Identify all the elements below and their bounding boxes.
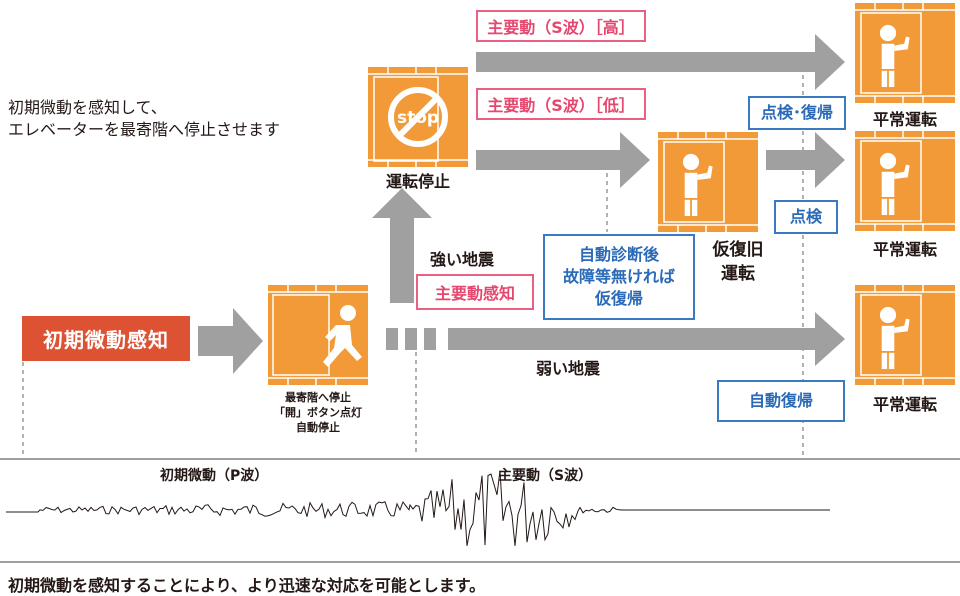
elevator-normal-icon	[854, 130, 956, 232]
weak-quake-label: 弱い地震	[536, 359, 601, 378]
auto-diagnosis-box: 自動診断後 故障等無ければ 仮復帰	[543, 234, 695, 320]
normal-op-label: 平常運転	[872, 395, 937, 414]
inspect-restore-box: 点検･復帰	[748, 96, 846, 130]
box-line: 自動診断後	[578, 245, 659, 264]
stop-text: stop	[397, 108, 439, 128]
s-wave-label: 主要動（S波）	[498, 468, 593, 484]
s-wave-detect-tag: 主要動感知	[416, 274, 534, 310]
label-line: 仮復旧	[712, 240, 764, 260]
arrow-dash	[405, 328, 417, 350]
elevator-normal-icon	[854, 284, 956, 386]
box-line: 仮復帰	[594, 289, 643, 308]
inspect-box: 点検	[774, 200, 838, 234]
auto-restore-box: 自動復帰	[717, 380, 845, 422]
intro-text: 初期微動を感知して、 エレベーターを最寄階へ停止させます	[8, 97, 280, 141]
arrow-right	[448, 312, 845, 366]
arrow-right	[198, 308, 263, 374]
initial-tremor-detect-box: 初期微動感知	[22, 316, 190, 361]
arrow-dash	[386, 328, 398, 350]
elevator-temp-icon	[657, 131, 759, 233]
box-line: 故障等無ければ	[562, 267, 675, 286]
arrow-right	[476, 132, 650, 188]
arrow-dash	[424, 328, 436, 350]
temp-recovery-label: 仮復旧 運転	[700, 238, 776, 286]
p-wave-label: 初期微動（P波）	[160, 468, 269, 484]
elevator-exit-icon	[267, 284, 369, 386]
elevator-normal-icon	[854, 2, 956, 104]
seismic-waveform	[6, 470, 830, 546]
s-wave-high-tag: 主要動（S波）［高］	[476, 10, 646, 42]
arrow-right	[766, 132, 845, 188]
strong-quake-label: 強い地震	[430, 250, 495, 269]
nearest-floor-label: 最寄階へ停止 「開」ボタン点灯 自動停止	[258, 390, 378, 435]
arrow-right	[476, 34, 845, 90]
label-line: 自動停止	[296, 421, 340, 434]
normal-op-label: 平常運転	[872, 110, 937, 129]
elevator-stop-icon: stop	[367, 66, 469, 168]
normal-op-label: 平常運転	[872, 240, 937, 259]
s-wave-low-tag: 主要動（S波）［低］	[476, 88, 646, 120]
label-line: 「開」ボタン点灯	[274, 406, 362, 419]
arrow-up	[372, 188, 432, 303]
label-line: 最寄階へ停止	[285, 391, 351, 404]
label-line: 運転	[721, 264, 755, 284]
intro-line: 初期微動を感知して、	[8, 98, 167, 117]
footer-text: 初期微動を感知することにより、より迅速な対応を可能とします。	[8, 576, 486, 595]
intro-line: エレベーターを最寄階へ停止させます	[8, 120, 281, 139]
stop-label: 運転停止	[385, 172, 450, 191]
